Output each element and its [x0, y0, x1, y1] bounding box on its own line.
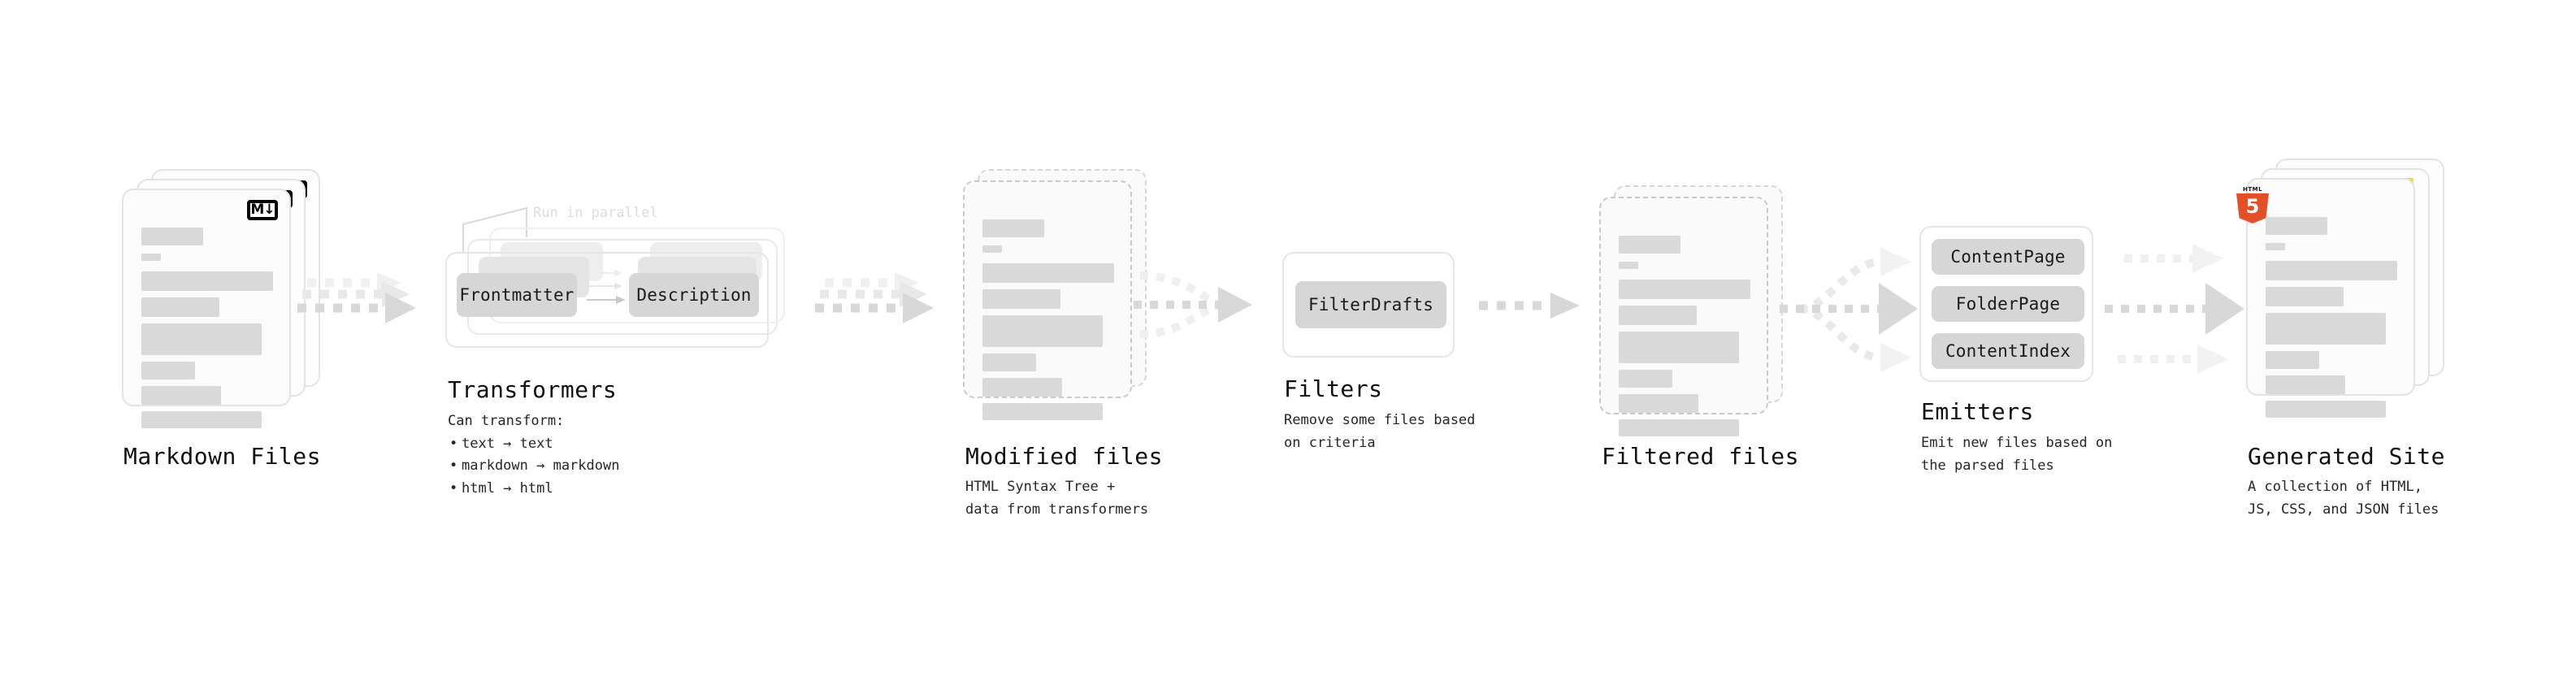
markdown-icon: M↓ — [247, 200, 278, 220]
filter-node-filterdrafts[interactable]: FilterDrafts — [1295, 281, 1446, 328]
transformer-node-frontmatter[interactable]: Frontmatter — [457, 273, 577, 317]
arrow-filtered-to-emitters — [1780, 247, 1918, 372]
transformers-description: Can transform: text → text markdown → ma… — [448, 410, 619, 500]
bullet-item: markdown → markdown — [449, 455, 620, 478]
run-in-parallel-label: Run in parallel — [533, 205, 658, 221]
transformer-node-description[interactable]: Description — [629, 273, 759, 317]
stage-title-filters: Filters — [1284, 375, 1383, 402]
arrow-emitters-to-site — [2105, 244, 2244, 374]
transformers-bullet-list: text → text markdown → markdown html → h… — [448, 433, 620, 501]
bullet-item: text → text — [449, 433, 619, 456]
filters-group: FilterDrafts — [1282, 252, 1455, 358]
arrow-modified-to-filters — [1134, 271, 1252, 338]
arrow-markdown-to-transformers — [297, 272, 416, 323]
html5-icon-label: HTML — [2242, 186, 2263, 193]
emitters-description: Emit new files based on the parsed files — [1921, 435, 2113, 474]
transformer-group-front: Frontmatter Description — [445, 252, 769, 348]
bullet-item: html → html — [449, 478, 619, 501]
generated-site-description: A collection of HTML, JS, CSS, and JSON … — [2248, 479, 2439, 518]
stage-title-markdown-files: Markdown Files — [124, 443, 322, 470]
arrow-filters-to-filtered — [1479, 293, 1580, 319]
html5-icon: HTML — [2236, 186, 2269, 223]
html5-icon-shield — [2236, 193, 2269, 223]
markdown-file-card-front: M↓ — [122, 189, 291, 428]
stage-title-generated-site: Generated Site — [2248, 443, 2446, 470]
stage-title-filtered-files: Filtered files — [1602, 443, 1800, 470]
stage-title-transformers: Transformers — [448, 376, 618, 403]
emitter-node-folderpage[interactable]: FolderPage — [1932, 286, 2084, 322]
transformer-inner-arrows — [587, 270, 626, 304]
run-in-parallel-bracket — [462, 206, 527, 254]
emitters-group: ContentPage FolderPage ContentIndex — [1919, 226, 2093, 382]
filters-description: Remove some files based on criteria — [1284, 412, 1476, 451]
arrow-transformers-to-modified — [815, 272, 934, 323]
site-file-card-html: HTML — [2236, 178, 2415, 418]
transformers-bullets-header: Can transform: — [448, 413, 565, 429]
stage-title-emitters: Emitters — [1921, 398, 2034, 425]
modified-files-description: HTML Syntax Tree + data from transformer… — [965, 479, 1149, 518]
filtered-file-card-front — [1599, 197, 1768, 436]
stage-title-modified-files: Modified files — [965, 443, 1164, 470]
emitter-node-contentindex[interactable]: ContentIndex — [1932, 333, 2084, 369]
modified-file-card-front — [963, 180, 1132, 420]
emitter-node-contentpage[interactable]: ContentPage — [1932, 239, 2084, 275]
